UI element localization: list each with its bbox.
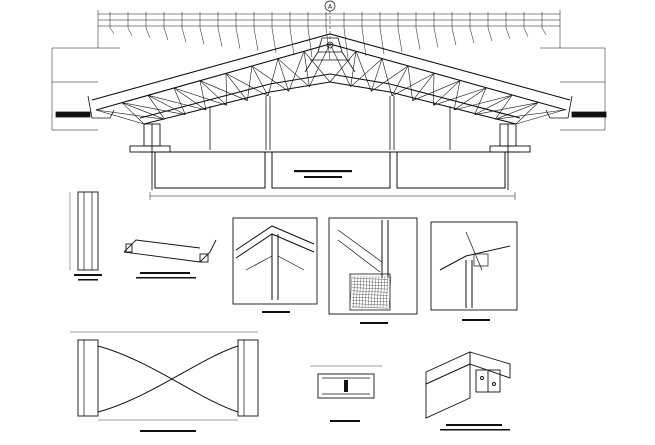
detail-box-2 [328,217,418,324]
elevation-title-marks [294,170,352,178]
grid-bubble-label: A [328,4,333,11]
lower-wall-outline [140,151,520,189]
detail-purlin-section [310,365,382,422]
interior-walls [209,96,451,150]
ridge-connection [304,37,356,73]
detail-x-bracing [70,331,259,432]
dimension-ticks [109,12,547,60]
detail-iso-connection [425,351,511,431]
truss-web-members [95,43,565,125]
truss-elevation: A [51,0,607,200]
detail-gutter-section [123,239,217,279]
grid-bubble: A [324,0,336,40]
concrete-hatch [349,275,392,309]
bottom-dimension-line [149,192,516,200]
eave-gutters [55,95,607,119]
column-supports [129,123,531,190]
top-dimension-lines [97,10,561,48]
detail-box-1 [232,217,318,313]
detail-box-3 [430,221,518,321]
detail-purlin-elevation [69,191,102,281]
